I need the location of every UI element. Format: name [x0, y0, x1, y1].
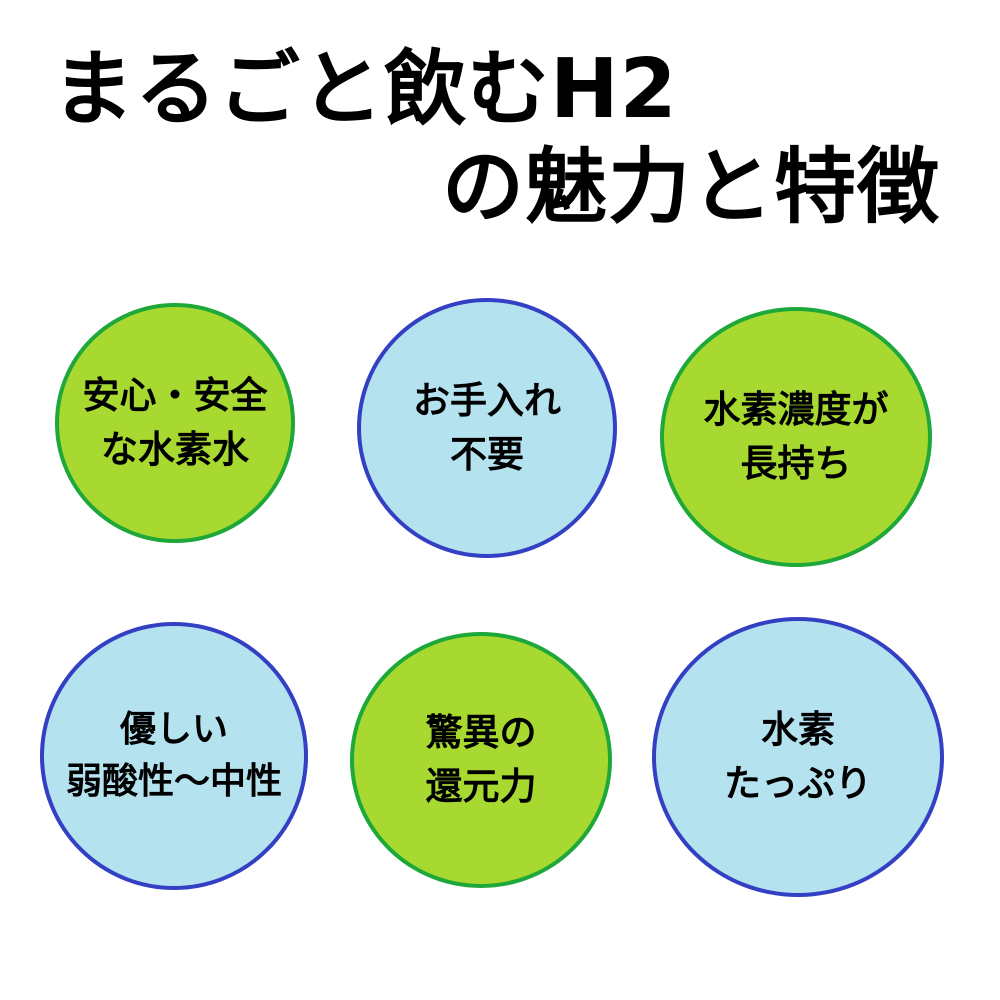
feature-text: 弱酸性〜中性 [65, 761, 282, 802]
feature-circle-mild-acidity: 優しい 弱酸性〜中性 [40, 622, 308, 890]
page-title-line2: の魅力と特徴 [441, 140, 940, 235]
feature-text: お手入れ [413, 379, 561, 423]
feature-circle-plenty-of-hydrogen: 水素 たっぷり [652, 617, 944, 897]
feature-text: 水素 [761, 708, 835, 752]
feature-text: 安心・安全 [82, 374, 268, 418]
feature-text: 驚異の [425, 711, 537, 755]
feature-circle-no-maintenance: お手入れ 不要 [357, 298, 617, 558]
feature-text: 還元力 [425, 765, 537, 808]
feature-circle-long-lasting-concentration: 水素濃度が 長持ち [660, 307, 932, 567]
feature-text: 長持ち [740, 442, 852, 485]
feature-circle-reducing-power: 驚異の 還元力 [350, 632, 612, 888]
feature-text: たっぷり [724, 762, 872, 805]
page-title-line1: まるごと飲むH2 [52, 42, 678, 137]
feature-circle-safe-hydrogen-water: 安心・安全 な水素水 [55, 303, 295, 543]
feature-text: な水素水 [101, 428, 249, 471]
feature-text: 優しい [119, 708, 228, 750]
feature-text: 水素濃度が [703, 388, 889, 432]
feature-text: 不要 [450, 433, 524, 476]
